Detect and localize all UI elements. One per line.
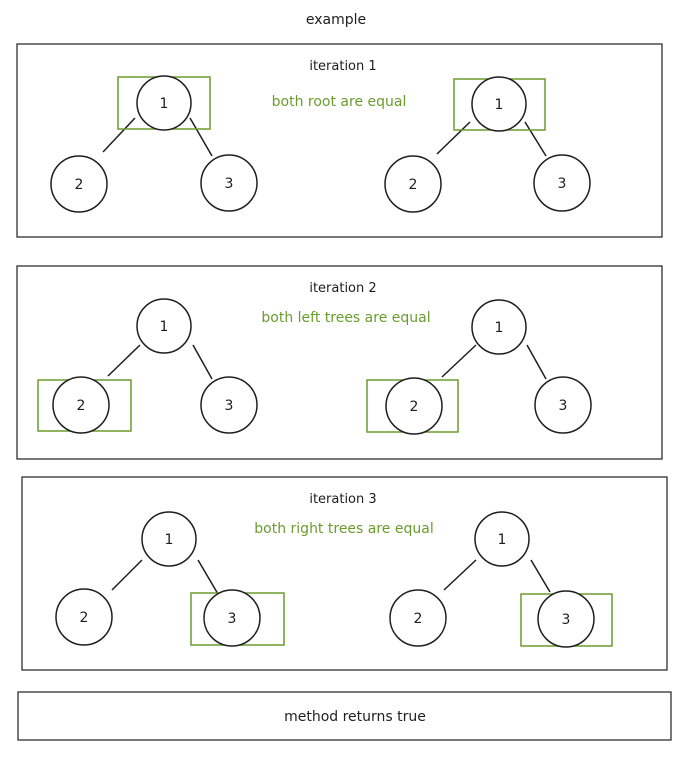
result-panel: method returns true [17,691,672,741]
edge-root-right [197,559,219,595]
edge-root-left [436,121,471,155]
panel-iteration-2: iteration 2 both left trees are equal 1 … [16,265,663,460]
panel-note: both right trees are equal [254,521,433,537]
node-right [534,376,592,434]
tree-left: 1 2 3 [55,511,285,647]
edge-root-right [524,121,547,157]
edge-root-left [107,344,141,377]
panel-frame [21,476,668,671]
node-root [136,75,192,131]
edge-root-left [111,559,143,591]
node-root-label: 1 [498,532,507,548]
node-right [203,589,261,647]
node-left-label: 2 [80,610,89,626]
node-left [389,589,447,647]
tree-left: 1 2 3 [37,298,258,434]
edge-root-right [189,117,213,157]
node-right-label: 3 [228,611,237,627]
panel-iteration-1: iteration 1 both root are equal 1 2 3 1 … [16,43,663,238]
node-right [537,590,595,648]
node-root-label: 1 [160,319,169,335]
node-left [385,377,443,435]
node-root [136,298,192,354]
panel-label: iteration 3 [309,492,376,507]
node-root-label: 1 [495,97,504,113]
tree-left: 1 2 3 [50,75,258,213]
tree-right: 1 2 3 [366,299,592,435]
node-left [384,155,442,213]
tree-right: 1 2 3 [389,511,613,648]
edge-root-left [443,559,477,591]
node-left-label: 2 [409,177,418,193]
panel-iteration-3: iteration 3 both right trees are equal 1… [21,476,668,671]
node-right-label: 3 [225,398,234,414]
tree-right: 1 2 3 [384,76,591,213]
node-root [141,511,197,567]
node-left [55,588,113,646]
node-left-label: 2 [414,611,423,627]
node-root [474,511,530,567]
panel-frame [16,43,663,238]
result-frame [17,691,672,741]
node-right-label: 3 [225,176,234,192]
panel-label: iteration 2 [309,281,376,296]
node-left-label: 2 [75,177,84,193]
node-right [533,154,591,212]
node-right-label: 3 [562,612,571,628]
panel-frame [16,265,663,460]
node-root-label: 1 [165,532,174,548]
diagram-title: example [306,12,366,28]
node-root [471,76,527,132]
node-left [50,155,108,213]
edge-root-right [192,344,213,380]
node-left [52,376,110,434]
panel-label: iteration 1 [309,59,376,74]
edge-root-right [526,344,547,380]
edge-root-left [441,344,477,378]
node-left-label: 2 [410,399,419,415]
node-root-label: 1 [160,96,169,112]
node-right-label: 3 [559,398,568,414]
panel-note: both left trees are equal [261,310,430,326]
node-right [200,376,258,434]
panel-note: both root are equal [272,94,407,110]
node-left-label: 2 [77,398,86,414]
edge-root-right [530,559,551,593]
node-right [200,154,258,212]
node-right-label: 3 [558,176,567,192]
node-root-label: 1 [495,320,504,336]
result-text: method returns true [284,709,426,725]
edge-root-left [102,117,136,153]
node-root [471,299,527,355]
